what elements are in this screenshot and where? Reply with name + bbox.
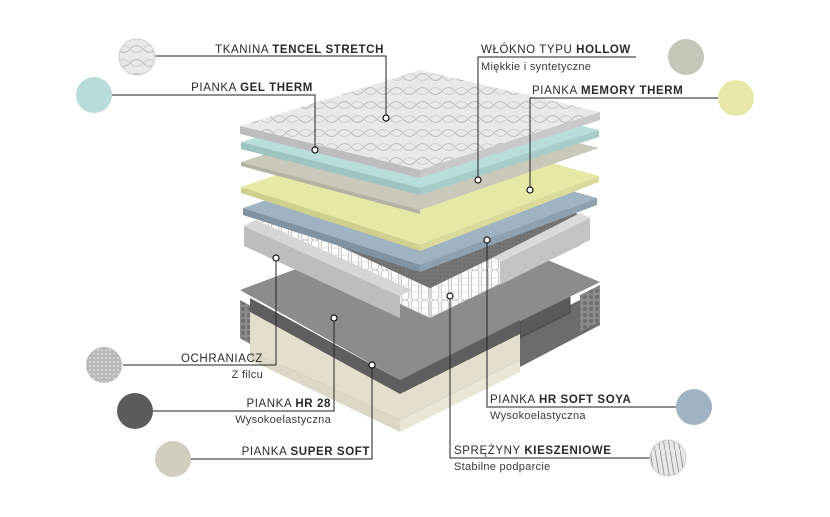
label-tencel: TKANINA TENCEL STRETCH xyxy=(215,44,384,56)
label-soya-sub: Wysokoelastyczna xyxy=(490,410,586,422)
label-hr28-sub: Wysokoelastyczna xyxy=(235,414,331,426)
gel-swatch xyxy=(76,77,112,113)
label-springs: SPRĘŻYNY KIESZENIOWE xyxy=(454,445,612,457)
felt-texture-icon xyxy=(86,347,122,383)
soya-swatch xyxy=(676,389,712,425)
hollow-swatch xyxy=(668,39,704,75)
label-ochraniacz: OCHRANIACZ xyxy=(180,353,263,365)
label-gel: PIANKA GEL THERM xyxy=(191,82,313,94)
pocket-spring-unit xyxy=(244,140,590,319)
pocket-springs-icon xyxy=(649,439,687,477)
leader-lines xyxy=(110,55,718,460)
hr28-swatch xyxy=(117,393,153,429)
label-hollow: WŁÓKNO TYPU HOLLOW xyxy=(481,44,631,56)
label-hollow-sub: Miękkie i syntetyczne xyxy=(481,61,592,73)
anchor-dots xyxy=(272,114,534,369)
label-soya: PIANKA HR SOFT SOYA xyxy=(490,394,632,406)
tencel-cover xyxy=(240,70,600,178)
label-supersoft: PIANKA SUPER SOFT xyxy=(241,446,370,458)
foam-layers-base xyxy=(250,298,520,432)
label-hr28: PIANKA HR 28 xyxy=(246,398,331,410)
label-springs-sub: Stabilne podparcie xyxy=(454,461,551,473)
supersoft-swatch xyxy=(155,441,191,477)
knit-fabric-icon xyxy=(118,38,156,76)
label-memory: PIANKA MEMORY THERM xyxy=(532,85,684,97)
memory-swatch xyxy=(718,80,754,116)
label-ochraniacz-sub: Z filcu xyxy=(231,369,263,381)
